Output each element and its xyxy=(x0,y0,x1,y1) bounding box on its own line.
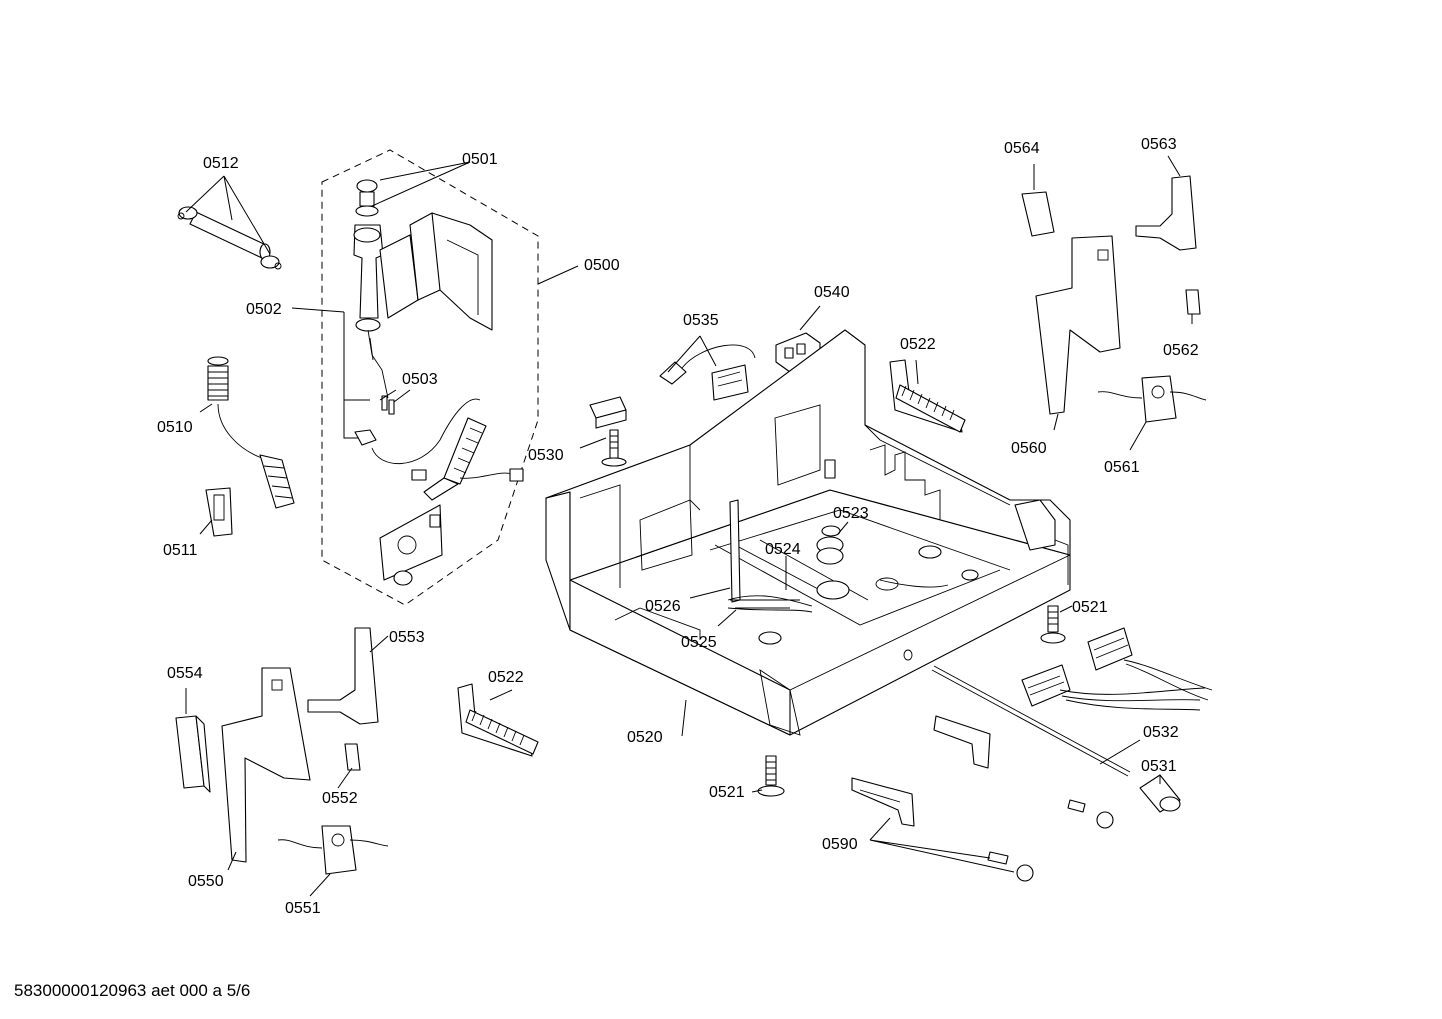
part-0532-rod xyxy=(931,665,1131,777)
label-0510: 0510 xyxy=(157,419,193,436)
label-0550: 0550 xyxy=(188,873,224,890)
part-0590-screws-and-caps xyxy=(987,799,1114,882)
label-0512: 0512 xyxy=(203,155,239,172)
part-0521-screw-right xyxy=(1040,605,1066,644)
part-0561-switch xyxy=(1097,375,1207,423)
label-0561: 0561 xyxy=(1104,459,1140,476)
part-0553-bracket xyxy=(307,627,379,725)
document-reference-footer: 58300000120963 aet 000 a 5/6 xyxy=(14,981,251,1000)
label-0521-right: 0521 xyxy=(1072,599,1108,616)
part-0524-wire xyxy=(727,595,813,613)
part-0562-clip xyxy=(1185,289,1201,315)
part-0520-base-tub xyxy=(545,329,1071,736)
label-0531: 0531 xyxy=(1141,758,1177,775)
part-0510-bellows-hose xyxy=(207,356,295,509)
part-0522-hinge-spring-bottom xyxy=(457,683,539,757)
part-0511-clip xyxy=(205,487,233,537)
label-0501: 0501 xyxy=(462,151,498,168)
label-0526: 0526 xyxy=(645,598,681,615)
label-0554: 0554 xyxy=(167,665,203,682)
part-labels: 0501 0512 0502 0500 0503 0510 0511 0535 … xyxy=(157,136,1199,917)
part-0560-bracket xyxy=(1035,235,1121,415)
label-0520: 0520 xyxy=(627,729,663,746)
label-0553: 0553 xyxy=(389,629,425,646)
label-0560: 0560 xyxy=(1011,440,1047,457)
label-0564: 0564 xyxy=(1004,140,1040,157)
label-0525: 0525 xyxy=(681,634,717,651)
part-0531-cap xyxy=(1139,774,1181,813)
label-0590: 0590 xyxy=(822,836,858,853)
label-0511: 0511 xyxy=(163,542,198,559)
label-0535: 0535 xyxy=(683,312,719,329)
label-0563: 0563 xyxy=(1141,136,1177,153)
label-0532: 0532 xyxy=(1143,724,1179,741)
part-0554-cover xyxy=(175,715,211,793)
label-0524: 0524 xyxy=(765,541,801,558)
part-0512-hose xyxy=(177,206,282,270)
label-0562: 0562 xyxy=(1163,342,1199,359)
part-0535-cable-and-connector xyxy=(659,344,756,401)
part-0502-water-valve xyxy=(353,179,493,399)
label-0500: 0500 xyxy=(584,257,620,274)
label-0522-top: 0522 xyxy=(900,336,936,353)
part-0522-hinge-spring-top xyxy=(889,359,966,433)
label-0523: 0523 xyxy=(833,505,869,522)
valve-small-nut xyxy=(354,429,377,446)
part-0521-screw-bottom xyxy=(757,755,785,797)
part-0563-bracket xyxy=(1135,175,1197,251)
part-0552-clip xyxy=(344,743,361,771)
label-0540: 0540 xyxy=(814,284,850,301)
label-0522-bottom: 0522 xyxy=(488,669,524,686)
part-coiled-hose xyxy=(371,398,524,501)
part-0550-bracket xyxy=(221,667,311,863)
label-0530: 0530 xyxy=(528,447,564,464)
part-0564-cover xyxy=(1021,191,1055,237)
valve-mounting-bracket xyxy=(379,504,443,586)
leader-lines xyxy=(185,155,1193,897)
part-wire-harness xyxy=(1021,627,1213,711)
label-0521-bottom: 0521 xyxy=(709,784,745,801)
part-rail-small xyxy=(933,715,991,769)
label-0551: 0551 xyxy=(285,900,321,917)
part-0590-bracket xyxy=(851,777,915,827)
part-0551-switch xyxy=(277,825,389,875)
label-0502: 0502 xyxy=(246,301,282,318)
label-0503: 0503 xyxy=(402,371,438,388)
part-0503-sensors xyxy=(381,395,395,415)
label-0552: 0552 xyxy=(322,790,358,807)
part-0530-block-and-screw xyxy=(589,396,627,467)
